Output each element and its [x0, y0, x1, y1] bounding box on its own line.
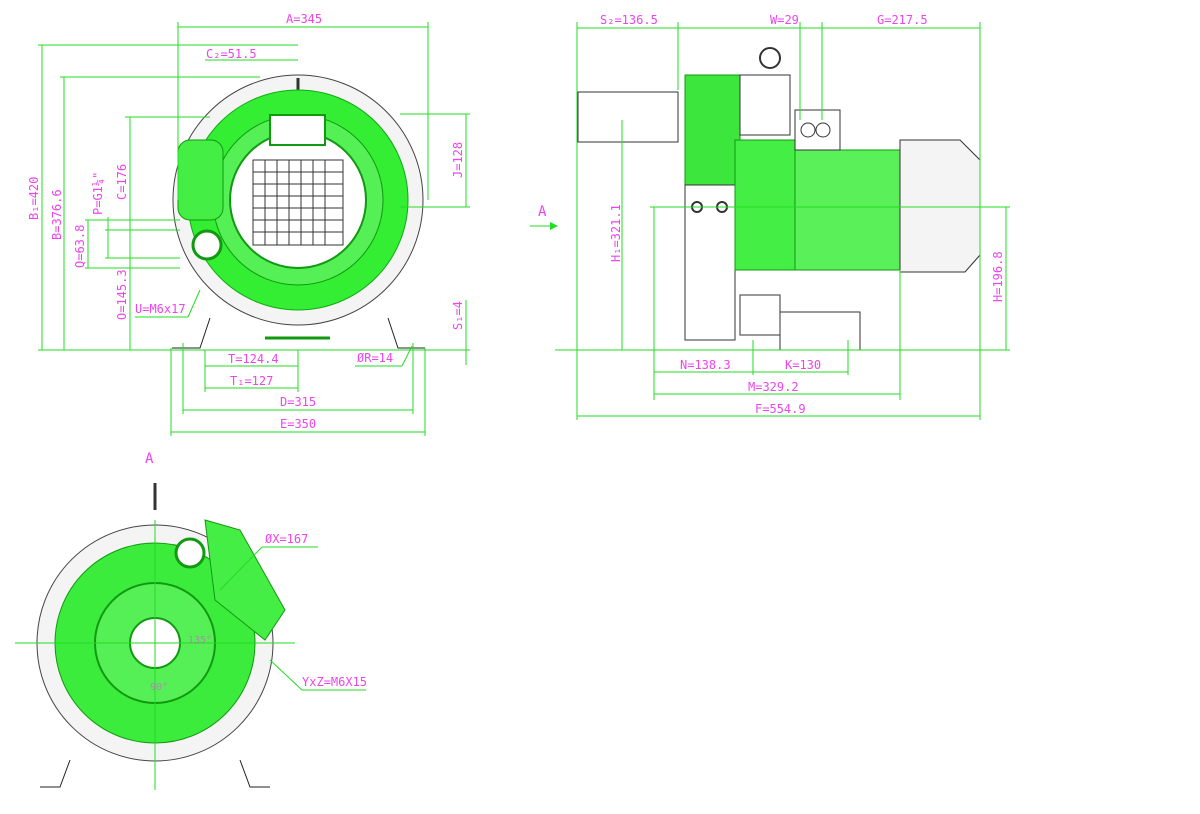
- dim-Q: Q=63.8: [73, 225, 87, 268]
- dim-X: ØX=167: [265, 532, 308, 546]
- rear-view: A ØX=167 YxZ=M6X15 135° 90°: [15, 451, 367, 790]
- view-arrow-label: A: [538, 204, 547, 220]
- dim-T1: T₁=127: [230, 374, 273, 388]
- dim-R: ØR=14: [357, 351, 393, 365]
- angle-90: 90°: [150, 682, 168, 693]
- rear-view-title: A: [145, 451, 154, 467]
- dim-A: A=345: [286, 12, 322, 26]
- dim-N: N=138.3: [680, 358, 731, 372]
- dim-B1: B₁=420: [27, 177, 41, 220]
- view-arrow-icon: [550, 222, 558, 230]
- dim-K: K=130: [785, 358, 821, 372]
- dim-S2: S₂=136.5: [600, 13, 658, 27]
- dim-J: J=128: [451, 142, 465, 178]
- dim-M: M=329.2: [748, 380, 799, 394]
- dim-S1: S₁=4: [451, 301, 465, 330]
- dim-T: T=124.4: [228, 352, 279, 366]
- dim-B: B=376.6: [50, 189, 64, 240]
- dim-U: U=M6x17: [135, 302, 186, 316]
- side-view: S₂=136.5 W=29 G=217.5 H₁=321.1 H=196.8 N…: [530, 13, 1010, 420]
- angle-135: 135°: [188, 635, 212, 646]
- dim-H1: H₁=321.1: [609, 204, 623, 262]
- dim-H: H=196.8: [991, 251, 1005, 302]
- dim-G: G=217.5: [877, 13, 928, 27]
- dim-E: E=350: [280, 417, 316, 431]
- dim-P: P=G1¼": [91, 172, 105, 215]
- dim-F: F=554.9: [755, 402, 806, 416]
- dim-C: C=176: [115, 164, 129, 200]
- dim-C2: C₂=51.5: [206, 47, 257, 61]
- dim-YZ: YxZ=M6X15: [302, 675, 367, 689]
- dim-D: D=315: [280, 395, 316, 409]
- dim-W: W=29: [770, 13, 799, 27]
- front-view: A=345 C₂=51.5 B₁=420 B=376.6 P=G1¼" C=17…: [27, 12, 470, 436]
- dim-O: O=145.3: [115, 269, 129, 320]
